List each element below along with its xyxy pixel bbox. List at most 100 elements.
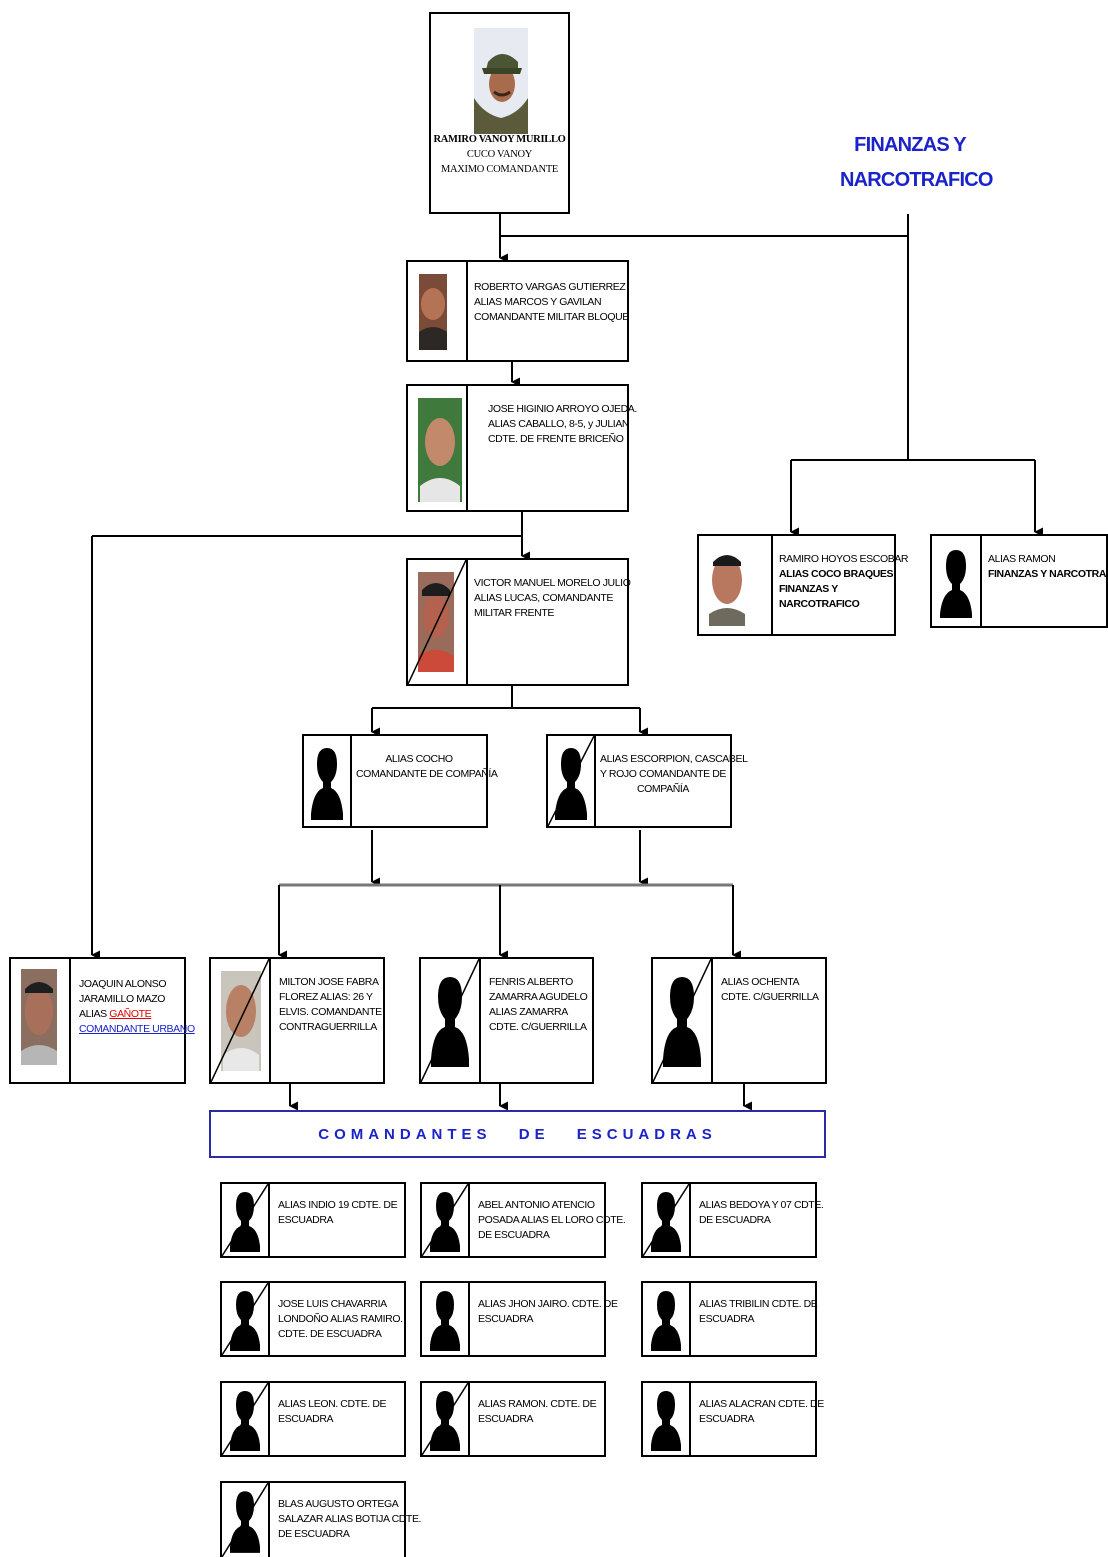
finance-title-line1: FINANZAS Y [854,134,966,156]
squad-commander-text: ALIAS ALACRAN CDTE. DE [699,1398,824,1410]
node-hoyos: RAMIRO HOYOS ESCOBAR ALIAS COCO BRAQUES … [697,534,909,636]
node-cocho: ALIAS COCHO COMANDANTE DE COMPAÑÍA [302,734,498,828]
arroyo-name: JOSE HIGINIO ARROYO OJEDA. [488,403,637,415]
squad-commander-text: ALIAS BEDOYA Y 07 CDTE. [699,1199,824,1211]
node-vargas: ROBERTO VARGAS GUTIERREZ ALIAS MARCOS Y … [406,260,629,362]
chief-role: MAXIMO COMANDANTE [440,164,559,176]
finance-section-title: FINANZAS Y NARCOTRAFICO [840,128,993,198]
silhouette-icon [222,1184,270,1256]
ochenta-photo [653,959,713,1082]
squad-commander-box: ALIAS BEDOYA Y 07 CDTE. DE ESCUADRA [641,1182,824,1258]
fabra-name-1: MILTON JOSE FABRA [279,976,379,988]
silhouette-icon [643,1383,691,1455]
squad-commander-text: LONDOÑO ALIAS RAMIRO. [278,1312,403,1325]
ochenta-role: CDTE. C/GUERRILLA [721,990,819,1003]
silhouette-icon [222,1483,270,1557]
escorpion-photo [548,736,596,826]
chief-photo [474,28,528,134]
silhouette-icon [422,1383,470,1455]
hoyos-name: RAMIRO HOYOS ESCOBAR [779,553,909,565]
squad-commander-text: ABEL ANTONIO ATENCIO [478,1199,595,1211]
squad-commander-box: ABEL ANTONIO ATENCIO POSADA ALIAS EL LORO… [420,1182,626,1258]
morelo-name: VICTOR MANUEL MORELO JULIO [474,577,631,589]
chief-alias: CUCO VANOY [466,149,533,161]
squad-commander-text: DE ESCUADRA [478,1228,550,1241]
squad-commander-text: ALIAS TRIBILIN CDTE. DE [699,1298,818,1310]
node-escorpion: ALIAS ESCORPION, CASCABEL Y ROJO COMANDA… [546,734,748,828]
hoyos-photo [699,536,773,634]
squad-commander-text: ESCUADRA [278,1213,334,1226]
squad-commander-text: POSADA ALIAS EL LORO CDTE. [478,1213,626,1226]
squad-commander-text: JOSE LUIS CHAVARRIA [278,1298,387,1310]
squad-commander-text: ESCUADRA [699,1412,755,1425]
squad-commander-text: ALIAS RAMON. CDTE. DE [478,1398,597,1410]
squad-commander-text: DE ESCUADRA [278,1527,350,1540]
hoyos-role-2: NARCOTRAFICO [779,597,860,610]
squad-commander-text: SALAZAR ALIAS BOTIJA CDTE. [278,1512,422,1525]
squad-commander-text: ESCUADRA [478,1312,534,1325]
silhouette-icon [422,1283,470,1355]
arroyo-alias: ALIAS CABALLO, 8-5, y JULIAN [488,417,630,430]
silhouette-icon [643,1184,691,1256]
vargas-role: COMANDANTE MILITAR BLOQUE [474,310,629,323]
escorpion-name: ALIAS ESCORPION, CASCABEL [600,753,748,765]
ramon-finanzas-photo [932,536,982,626]
node-zamarra: FENRIS ALBERTO ZAMARRA AGUDELO ALIAS ZAM… [419,957,594,1084]
squad-commander-text: ALIAS JHON JAIRO. CDTE. DE [478,1298,618,1310]
zamarra-photo [421,959,481,1082]
ramon-finanzas-role: FINANZAS Y NARCOTRAFICO [988,567,1108,580]
silhouette-icon [422,1184,470,1256]
squad-commander-text: BLAS AUGUSTO ORTEGA [278,1498,399,1510]
arroyo-photo [408,386,468,510]
squad-commander-box: ALIAS ALACRAN CDTE. DE ESCUADRA [641,1381,824,1457]
jaramillo-alias-prefix: ALIAS [79,1007,110,1020]
fabra-role: CONTRAGUERRILLA [279,1020,377,1033]
vargas-name: ROBERTO VARGAS GUTIERREZ [474,281,626,293]
squad-commanders-label: COMANDANTES DE ESCUADRAS [318,1125,717,1143]
zamarra-role: CDTE. C/GUERRILLA [489,1020,587,1033]
squad-commander-text: ESCUADRA [699,1312,755,1325]
cocho-photo [304,736,352,826]
escorpion-role-2: COMPAÑÍA [636,782,690,795]
ochenta-name: ALIAS OCHENTA [721,976,800,988]
jaramillo-name-1: JOAQUIN ALONSO [79,978,167,990]
node-jaramillo: JOAQUIN ALONSO JARAMILLO MAZO ALIAS GAÑO… [9,957,195,1084]
morelo-role: MILITAR FRENTE [474,606,554,619]
arroyo-role: CDTE. DE FRENTE BRICEÑO [488,432,624,445]
squad-commander-text: CDTE. DE ESCUADRA [278,1327,382,1340]
silhouette-icon [643,1283,691,1355]
jaramillo-alias-highlight: GAÑOTE [109,1007,152,1020]
squad-commander-box: BLAS AUGUSTO ORTEGA SALAZAR ALIAS BOTIJA … [220,1481,422,1557]
fabra-alias: ELVIS. COMANDANTE [279,1005,382,1018]
morelo-photo [408,560,468,684]
ramon-finanzas-name: ALIAS RAMON [988,553,1056,565]
cocho-name: ALIAS COCHO [385,753,453,765]
silhouette-icon [222,1383,270,1455]
jaramillo-photo [11,959,71,1082]
node-ochenta: ALIAS OCHENTA CDTE. C/GUERRILLA [651,957,827,1084]
node-ramon-finanzas: ALIAS RAMON FINANZAS Y NARCOTRAFICO [930,534,1108,628]
squad-commanders-banner: COMANDANTES DE ESCUADRAS [209,1110,826,1158]
squad-commander-text: ESCUADRA [278,1412,334,1425]
fabra-photo [211,959,271,1082]
node-arroyo: JOSE HIGINIO ARROYO OJEDA. ALIAS CABALLO… [406,384,637,512]
zamarra-alias: ALIAS ZAMARRA [489,1005,568,1018]
hoyos-role-1: FINANZAS Y [779,582,838,595]
zamarra-name-2: ZAMARRA AGUDELO [489,990,588,1003]
silhouette-icon [222,1283,270,1355]
squad-commander-box: ALIAS TRIBILIN CDTE. DE ESCUADRA [641,1281,818,1357]
vargas-alias: ALIAS MARCOS Y GAVILAN [474,295,602,308]
finance-title-line2: NARCOTRAFICO [840,169,993,191]
squad-commander-text: DE ESCUADRA [699,1213,771,1226]
jaramillo-alias: ALIAS GAÑOTE [79,1007,180,1022]
jaramillo-role: COMANDANTE URBANO [79,1022,195,1035]
vargas-photo [408,262,468,360]
node-fabra: MILTON JOSE FABRA FLOREZ ALIAS: 26 Y ELV… [209,957,385,1084]
fabra-name-2: FLOREZ ALIAS: 26 Y [279,990,373,1003]
morelo-alias: ALIAS LUCAS, COMANDANTE [474,591,613,604]
escorpion-role-1: Y ROJO COMANDANTE DE [600,767,726,780]
squad-commander-box: ALIAS JHON JAIRO. CDTE. DE ESCUADRA [420,1281,618,1357]
